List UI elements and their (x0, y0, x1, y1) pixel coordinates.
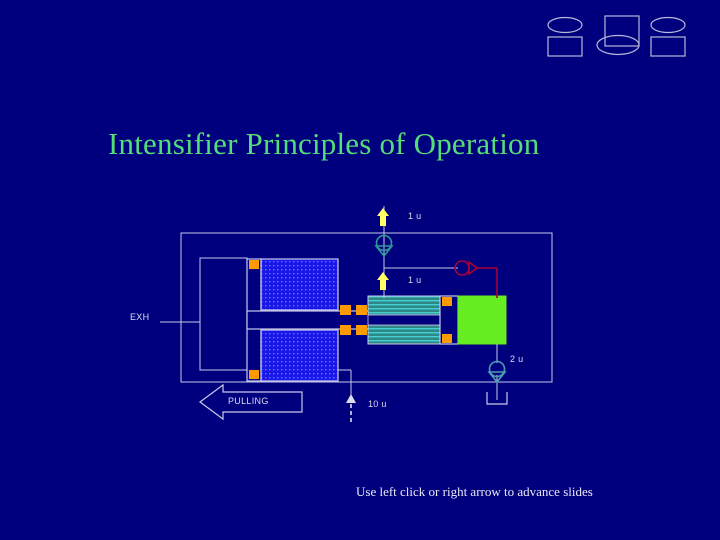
large-piston-upper (260, 258, 339, 311)
intensifier-cylinder-upper (367, 295, 452, 316)
check-valve-top (374, 234, 394, 258)
relief-valve (454, 260, 498, 298)
reservoir (486, 392, 508, 405)
check-valve-bottom-circle (488, 360, 506, 378)
intensifier-cylinder (367, 295, 452, 345)
pulling-arrow (198, 383, 303, 421)
advance-slides-hint: Use left click or right arrow to advance… (356, 484, 593, 499)
label-exhaust: EXH (130, 312, 150, 322)
label-flow-out: 2 u (510, 354, 524, 364)
rod-seal-ll (340, 325, 351, 335)
logo-ellipse-2 (596, 34, 640, 56)
label-flow-mid: 1 u (408, 275, 422, 285)
page-title: Intensifier Principles of Operation (108, 126, 540, 161)
label-flow-in: 10 u (368, 399, 387, 409)
piston-seal-bottom (249, 370, 259, 379)
check-valve-bottom (487, 360, 507, 384)
large-piston-lower (260, 329, 339, 382)
logo-rect-2 (604, 15, 640, 47)
check-valve-top-seat (374, 245, 394, 258)
rod-seal-ul (340, 305, 351, 315)
intensifier-cylinder-lower (367, 324, 452, 345)
logo-ellipse-3 (650, 16, 686, 34)
rod-seal-ur (356, 305, 367, 315)
piston-seal-top (249, 260, 259, 269)
gland-block (439, 295, 459, 345)
corporate-logo (547, 15, 686, 57)
intensifier-rod (367, 314, 452, 326)
gland-seal-bottom (442, 334, 452, 343)
rod-seal-lr (356, 325, 367, 335)
pulling-arrow-shape (198, 383, 303, 421)
logo-rect-1 (547, 36, 583, 57)
logo-rect-3 (650, 36, 686, 57)
logo-ellipse-1 (547, 16, 583, 34)
inlet-arrow (346, 394, 356, 422)
check-valve-bottom-seat (487, 371, 507, 384)
gland-seal-top (442, 297, 452, 306)
check-valve-top-circle (375, 234, 393, 252)
label-flow-top: 1 u (408, 211, 422, 221)
flow-arrow-top (377, 208, 389, 226)
output-block (457, 295, 507, 345)
reservoir-shape (486, 392, 508, 405)
piston-rod-assembly (246, 305, 390, 335)
flow-arrow-mid (377, 272, 389, 290)
relief-valve-seat (468, 260, 479, 276)
label-direction: PULLING (228, 396, 269, 406)
exhaust-chamber (199, 257, 248, 371)
flow-arrows (377, 208, 389, 290)
large-piston-assembly (246, 258, 339, 382)
outer-enclosure (180, 232, 553, 383)
inlet-arrow-head (346, 394, 356, 403)
